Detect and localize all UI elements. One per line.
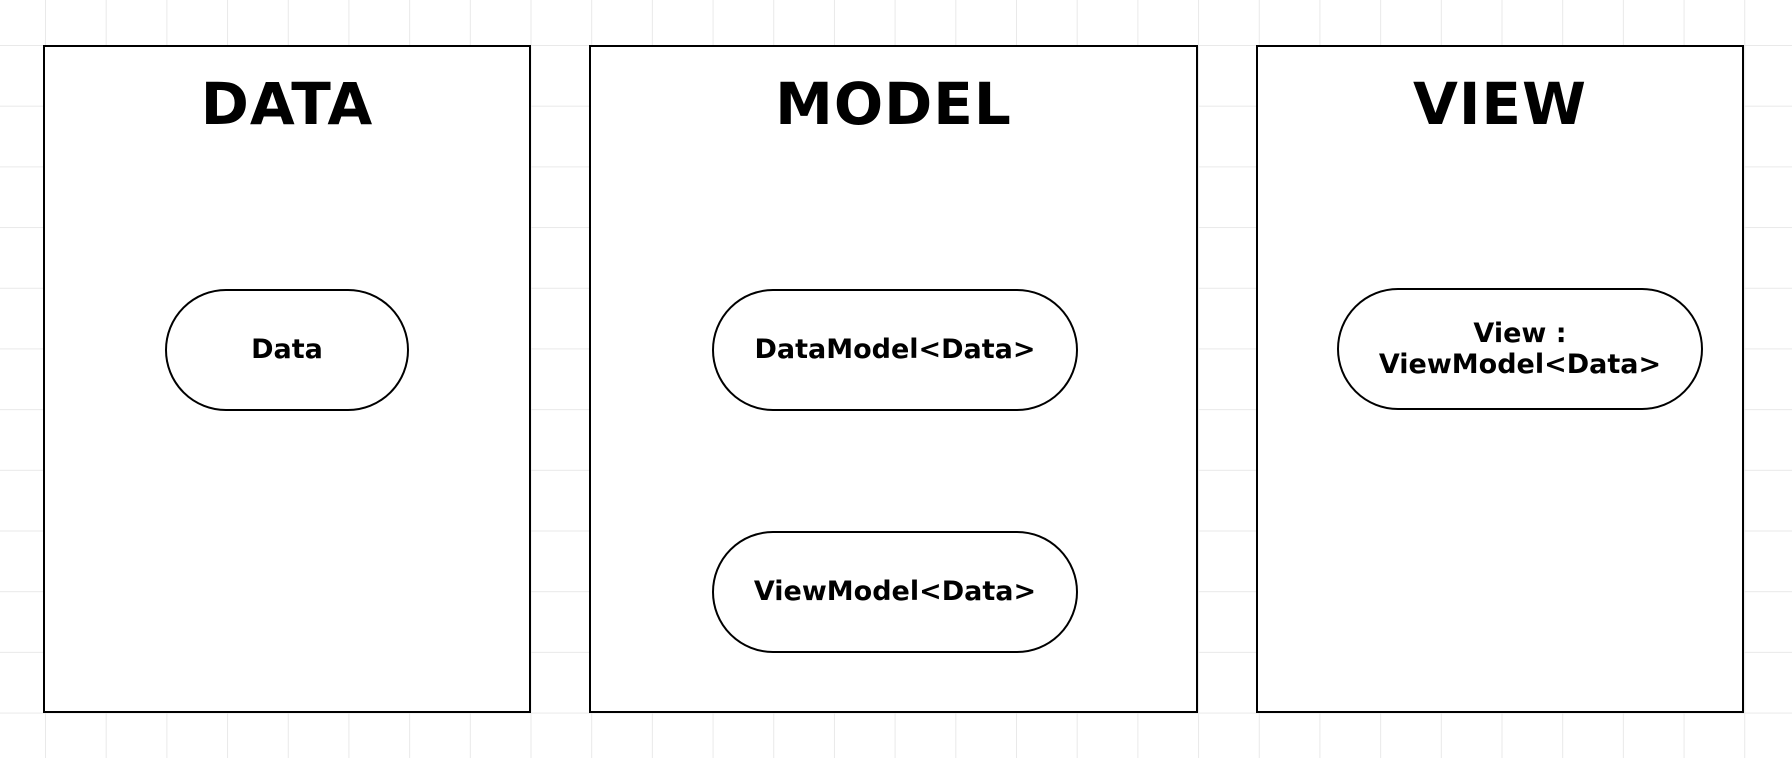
view-panel: VIEW View : ViewModel<Data> xyxy=(1256,45,1744,713)
model-panel: MODEL DataModel<Data> ViewModel<Data> xyxy=(589,45,1198,713)
data-node-label: Data xyxy=(251,334,323,366)
view-node-label: View : ViewModel<Data> xyxy=(1378,317,1662,380)
viewmodel-node[interactable]: ViewModel<Data> xyxy=(712,531,1078,653)
viewmodel-node-label: ViewModel<Data> xyxy=(753,576,1037,608)
data-panel: DATA Data xyxy=(43,45,531,713)
model-panel-title: MODEL xyxy=(775,70,1012,138)
datamodel-node[interactable]: DataModel<Data> xyxy=(712,289,1078,411)
data-node[interactable]: Data xyxy=(165,289,409,411)
datamodel-node-label: DataModel<Data> xyxy=(754,334,1036,366)
view-node[interactable]: View : ViewModel<Data> xyxy=(1337,288,1703,410)
data-panel-title: DATA xyxy=(200,70,374,138)
view-panel-title: VIEW xyxy=(1412,70,1588,138)
